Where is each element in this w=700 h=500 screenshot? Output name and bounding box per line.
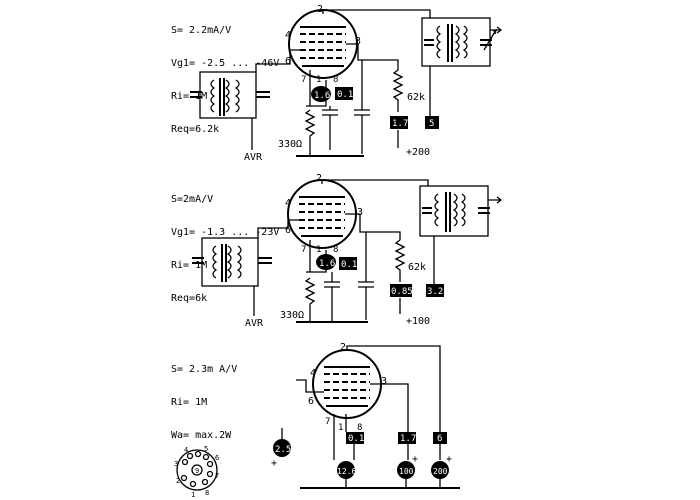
- s1-pin-3: 3: [355, 36, 361, 47]
- s2-pin-6: 6: [285, 225, 291, 236]
- s1-spec-internal-resistance: Ri= 1M: [171, 91, 208, 102]
- s2-anode-voltage: 0.85: [391, 287, 413, 297]
- socket-pin-3: 3: [174, 460, 178, 468]
- socket-pin-1: 1: [191, 491, 195, 499]
- s3-pin-8: 8: [357, 423, 362, 433]
- s1-spec-transconductance: S= 2.2mA/V: [171, 25, 232, 36]
- stage-3-specs: S= 2.3m A/V Ri= 1M Wa= max.2W: [171, 342, 237, 452]
- s3-g3-voltage: 0.1: [348, 434, 364, 444]
- stage-3: [176, 345, 460, 491]
- s3-plus-bias: +: [271, 458, 277, 469]
- s3-plus-100: +: [412, 454, 418, 465]
- s1-spec-noise-resistance: Req=6.2k: [171, 124, 220, 135]
- s3-pin-6: 6: [308, 396, 314, 407]
- s1-anode-voltage-badge: 1.7: [390, 116, 408, 129]
- output-transformer-1: [421, 17, 503, 67]
- s2-anode-resistor: 62k: [408, 262, 426, 273]
- s3-100v: 100: [399, 467, 414, 476]
- s1-anode-resistor: 62k: [407, 92, 425, 103]
- s3-screen-voltage-badge: 6: [433, 432, 447, 444]
- input-transformer-1: [190, 71, 270, 119]
- s1-cathode-voltage: 1.6: [314, 91, 330, 101]
- s1-pin-7: 7: [301, 75, 306, 85]
- s1-pin-2: 2: [317, 4, 323, 15]
- s3-pin-2: 2: [340, 342, 346, 353]
- s2-g3-voltage: 0.1: [341, 260, 357, 270]
- socket-pin-5: 5: [204, 445, 208, 453]
- s3-anode-voltage-badge: 1.7: [398, 432, 416, 444]
- s2-pin-2: 2: [316, 173, 322, 184]
- s1-g3-voltage-badge: 0.1: [335, 87, 353, 100]
- s2-cathode-voltage: 1.6: [319, 259, 335, 269]
- s3-neg-bias: 2.5: [275, 445, 291, 455]
- s3-spec-internal-resistance: Ri= 1M: [171, 397, 208, 408]
- s3-cathode-voltage: 12.6: [337, 467, 356, 476]
- s3-plus-200: +: [446, 454, 452, 465]
- socket-pin-6: 6: [215, 454, 219, 462]
- s3-screen-voltage: 6: [437, 434, 442, 444]
- s3-spec-anode-dissipation: Wa= max.2W: [171, 430, 232, 441]
- s1-anode-voltage: 1.7: [392, 119, 408, 129]
- s2-spec-internal-resistance: Ri= 1M: [171, 260, 208, 271]
- s1-screen-voltage: 5: [429, 119, 434, 129]
- tube-3: [312, 349, 382, 419]
- s1-pin-4: 4: [285, 30, 291, 41]
- s2-pin-3: 3: [357, 207, 363, 218]
- s1-cathode-voltage-badge: 1.6: [311, 86, 331, 102]
- s2-pin-4: 4: [285, 198, 291, 209]
- socket-pin-2: 2: [176, 477, 180, 485]
- s1-spec-grid-voltage: Vg1= -2.5 ... -46V: [171, 58, 280, 69]
- s2-pin-8: 8: [333, 245, 338, 255]
- s2-anode-voltage-badge: 0.85: [390, 284, 413, 297]
- socket-pin-4: 4: [184, 446, 188, 454]
- s2-screen-voltage-badge: 3.2: [426, 284, 444, 297]
- s1-supply: +200: [406, 147, 430, 158]
- s2-spec-grid-voltage: Vg1= -1.3 ... -23V: [171, 227, 280, 238]
- socket-pin-9: 9: [195, 467, 199, 475]
- s1-pin-8: 8: [333, 75, 338, 85]
- stage-2-specs: S=2mA/V Vg1= -1.3 ... -23V Ri= 1M Req=6k: [171, 172, 279, 315]
- tube-socket: [176, 449, 218, 491]
- s2-spec-noise-resistance: Req=6k: [171, 293, 208, 304]
- s3-cathode-voltage-badge: 12.6: [337, 461, 356, 479]
- s3-100v-badge: 100: [397, 461, 415, 479]
- s3-g3-voltage-badge: 0.1: [346, 432, 364, 444]
- s2-pin-7: 7: [301, 245, 306, 255]
- s1-screen-voltage-badge: 5: [425, 116, 439, 129]
- stage-1-specs: S= 2.2mA/V Vg1= -2.5 ... -46V Ri= 1M Req…: [171, 3, 279, 146]
- s3-200v-badge: 200: [431, 461, 449, 479]
- socket-pin-8: 8: [205, 489, 209, 497]
- output-transformer-2: [419, 185, 503, 237]
- input-transformer-2: [192, 237, 272, 287]
- s1-g3-voltage: 0.1: [337, 90, 353, 100]
- s2-screen-voltage: 3.2: [427, 287, 443, 297]
- s3-pin-1: 1: [338, 423, 343, 433]
- s2-agc-label: AVR: [245, 318, 264, 329]
- s3-pin-7: 7: [325, 417, 330, 427]
- s2-spec-transconductance: S=2mA/V: [171, 194, 214, 205]
- s2-g3-voltage-badge: 0.1: [339, 257, 357, 270]
- s3-200v: 200: [433, 467, 448, 476]
- stage-1: [190, 9, 503, 157]
- s3-neg-bias-badge: 2.5: [273, 439, 291, 457]
- s3-pin-4: 4: [310, 368, 316, 379]
- s1-agc-label: AVR: [244, 152, 263, 163]
- s3-pin-3: 3: [381, 376, 387, 387]
- s2-supply: +100: [406, 316, 430, 327]
- s2-cathode-voltage-badge: 1.6: [316, 254, 336, 270]
- s1-cathode-resistor: 330Ω: [278, 139, 302, 150]
- s3-anode-voltage: 1.7: [400, 434, 416, 444]
- s3-spec-transconductance: S= 2.3m A/V: [171, 364, 238, 375]
- s2-cathode-resistor: 330Ω: [280, 310, 304, 321]
- stage-2: [192, 179, 503, 323]
- s1-pin-6: 6: [285, 56, 291, 67]
- s1-pin-1: 1: [316, 75, 321, 85]
- socket-pin-7: 7: [215, 472, 219, 480]
- s2-pin-1: 1: [316, 245, 321, 255]
